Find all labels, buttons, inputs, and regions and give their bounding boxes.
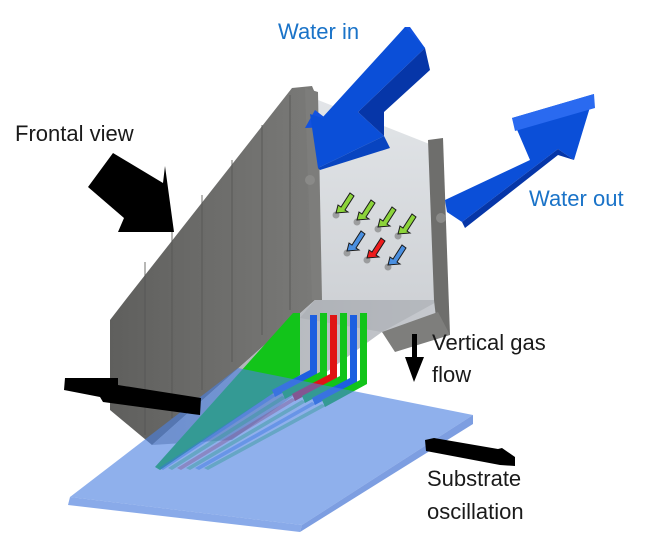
block-grooves [144,95,291,435]
face-gas-arrows [332,192,417,271]
face-arrow-top-green [353,199,376,226]
frontal-view-label: Frontal view [15,121,134,146]
block-side-face [110,86,318,445]
nozzle-slat-green [302,313,347,403]
face-arrow-top-green [394,213,417,240]
oscillation-arrow-right-body [425,438,515,466]
vertical-gas-flow-label-1: Vertical gas [432,330,546,355]
water-port-out [436,213,446,223]
substrate-top [70,368,473,525]
face-arrow-bottom-red [363,237,386,264]
substrate-oscillation-label-2: oscillation [427,499,524,524]
block-bottom-rim [382,312,450,352]
vertical-gas-flow-arrow [405,334,424,382]
vertical-gas-flow-label-2: flow [432,362,472,387]
oscillation-arrow-left [64,378,201,415]
nozzle-slat-green [282,313,327,399]
nozzle-slat-blue [312,315,357,405]
face-arrow-bottom-blue [343,230,366,257]
block-face-right-rim [428,138,450,335]
water-out-label: Water out [529,186,624,211]
block-face-shadow [300,300,440,332]
gas-arrow-head [405,357,424,382]
water-in-arrow-head-side [318,136,390,170]
frontal-view-arrow [88,153,174,232]
face-arrow-bottom-blue [384,244,407,271]
substrate-oscillation-label-1: Substrate [427,466,522,491]
oscillation-arrow-left-body [64,378,201,415]
nozzle-slat-red [292,315,337,401]
oscillation-arrow-right [425,438,515,466]
water-in-arrow-shade [358,48,430,136]
water-out-arrow [445,94,595,228]
water-in-arrow [305,27,430,170]
water-out-arrow-body [445,94,594,222]
face-arrow-top-green [374,206,397,233]
nozzle-slat-green [322,313,367,407]
face-arrow-top-green [332,192,355,219]
substrate-front-edge [68,497,302,532]
water-in-arrow-body [310,27,425,168]
nozzle-slat-blue [272,315,317,397]
water-out-arrow-shade [462,108,594,228]
water-in-label: Water in [278,19,360,44]
water-out-arrow-top [512,94,595,131]
water-port-in [305,175,315,185]
gas-arrow-shaft [412,334,417,360]
